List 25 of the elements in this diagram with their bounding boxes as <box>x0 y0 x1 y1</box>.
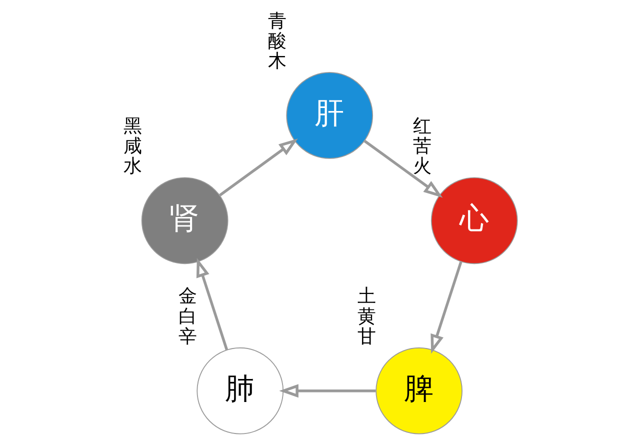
node-circle: 肾 <box>141 177 228 264</box>
node-label: 甘 <box>357 326 376 348</box>
node-label: 黄 <box>357 306 376 328</box>
node-label: 金 <box>178 286 197 308</box>
node-label: 水 <box>123 156 142 178</box>
node-label: 黑 <box>123 116 142 137</box>
node-label: 咸 <box>123 136 142 158</box>
arrow <box>430 261 462 354</box>
node-label: 火 <box>412 156 431 178</box>
node-circle: 肺 <box>196 347 284 434</box>
node-label: 木 <box>268 51 286 72</box>
node-label: 土 <box>357 286 376 308</box>
node-circle: 脾 <box>376 347 462 434</box>
arrow <box>196 258 228 350</box>
node-label: 辛 <box>178 326 197 348</box>
arrow <box>219 138 298 196</box>
node-label: 酸 <box>268 30 286 52</box>
node-circle: 心 <box>430 177 518 264</box>
arrow <box>279 384 376 398</box>
node-label: 白 <box>178 306 197 328</box>
node-circle: 肝 <box>286 72 374 159</box>
node-label: 青 <box>268 10 286 32</box>
arrow <box>364 140 443 198</box>
node-label: 苦 <box>412 136 431 158</box>
node-label: 红 <box>412 116 431 137</box>
